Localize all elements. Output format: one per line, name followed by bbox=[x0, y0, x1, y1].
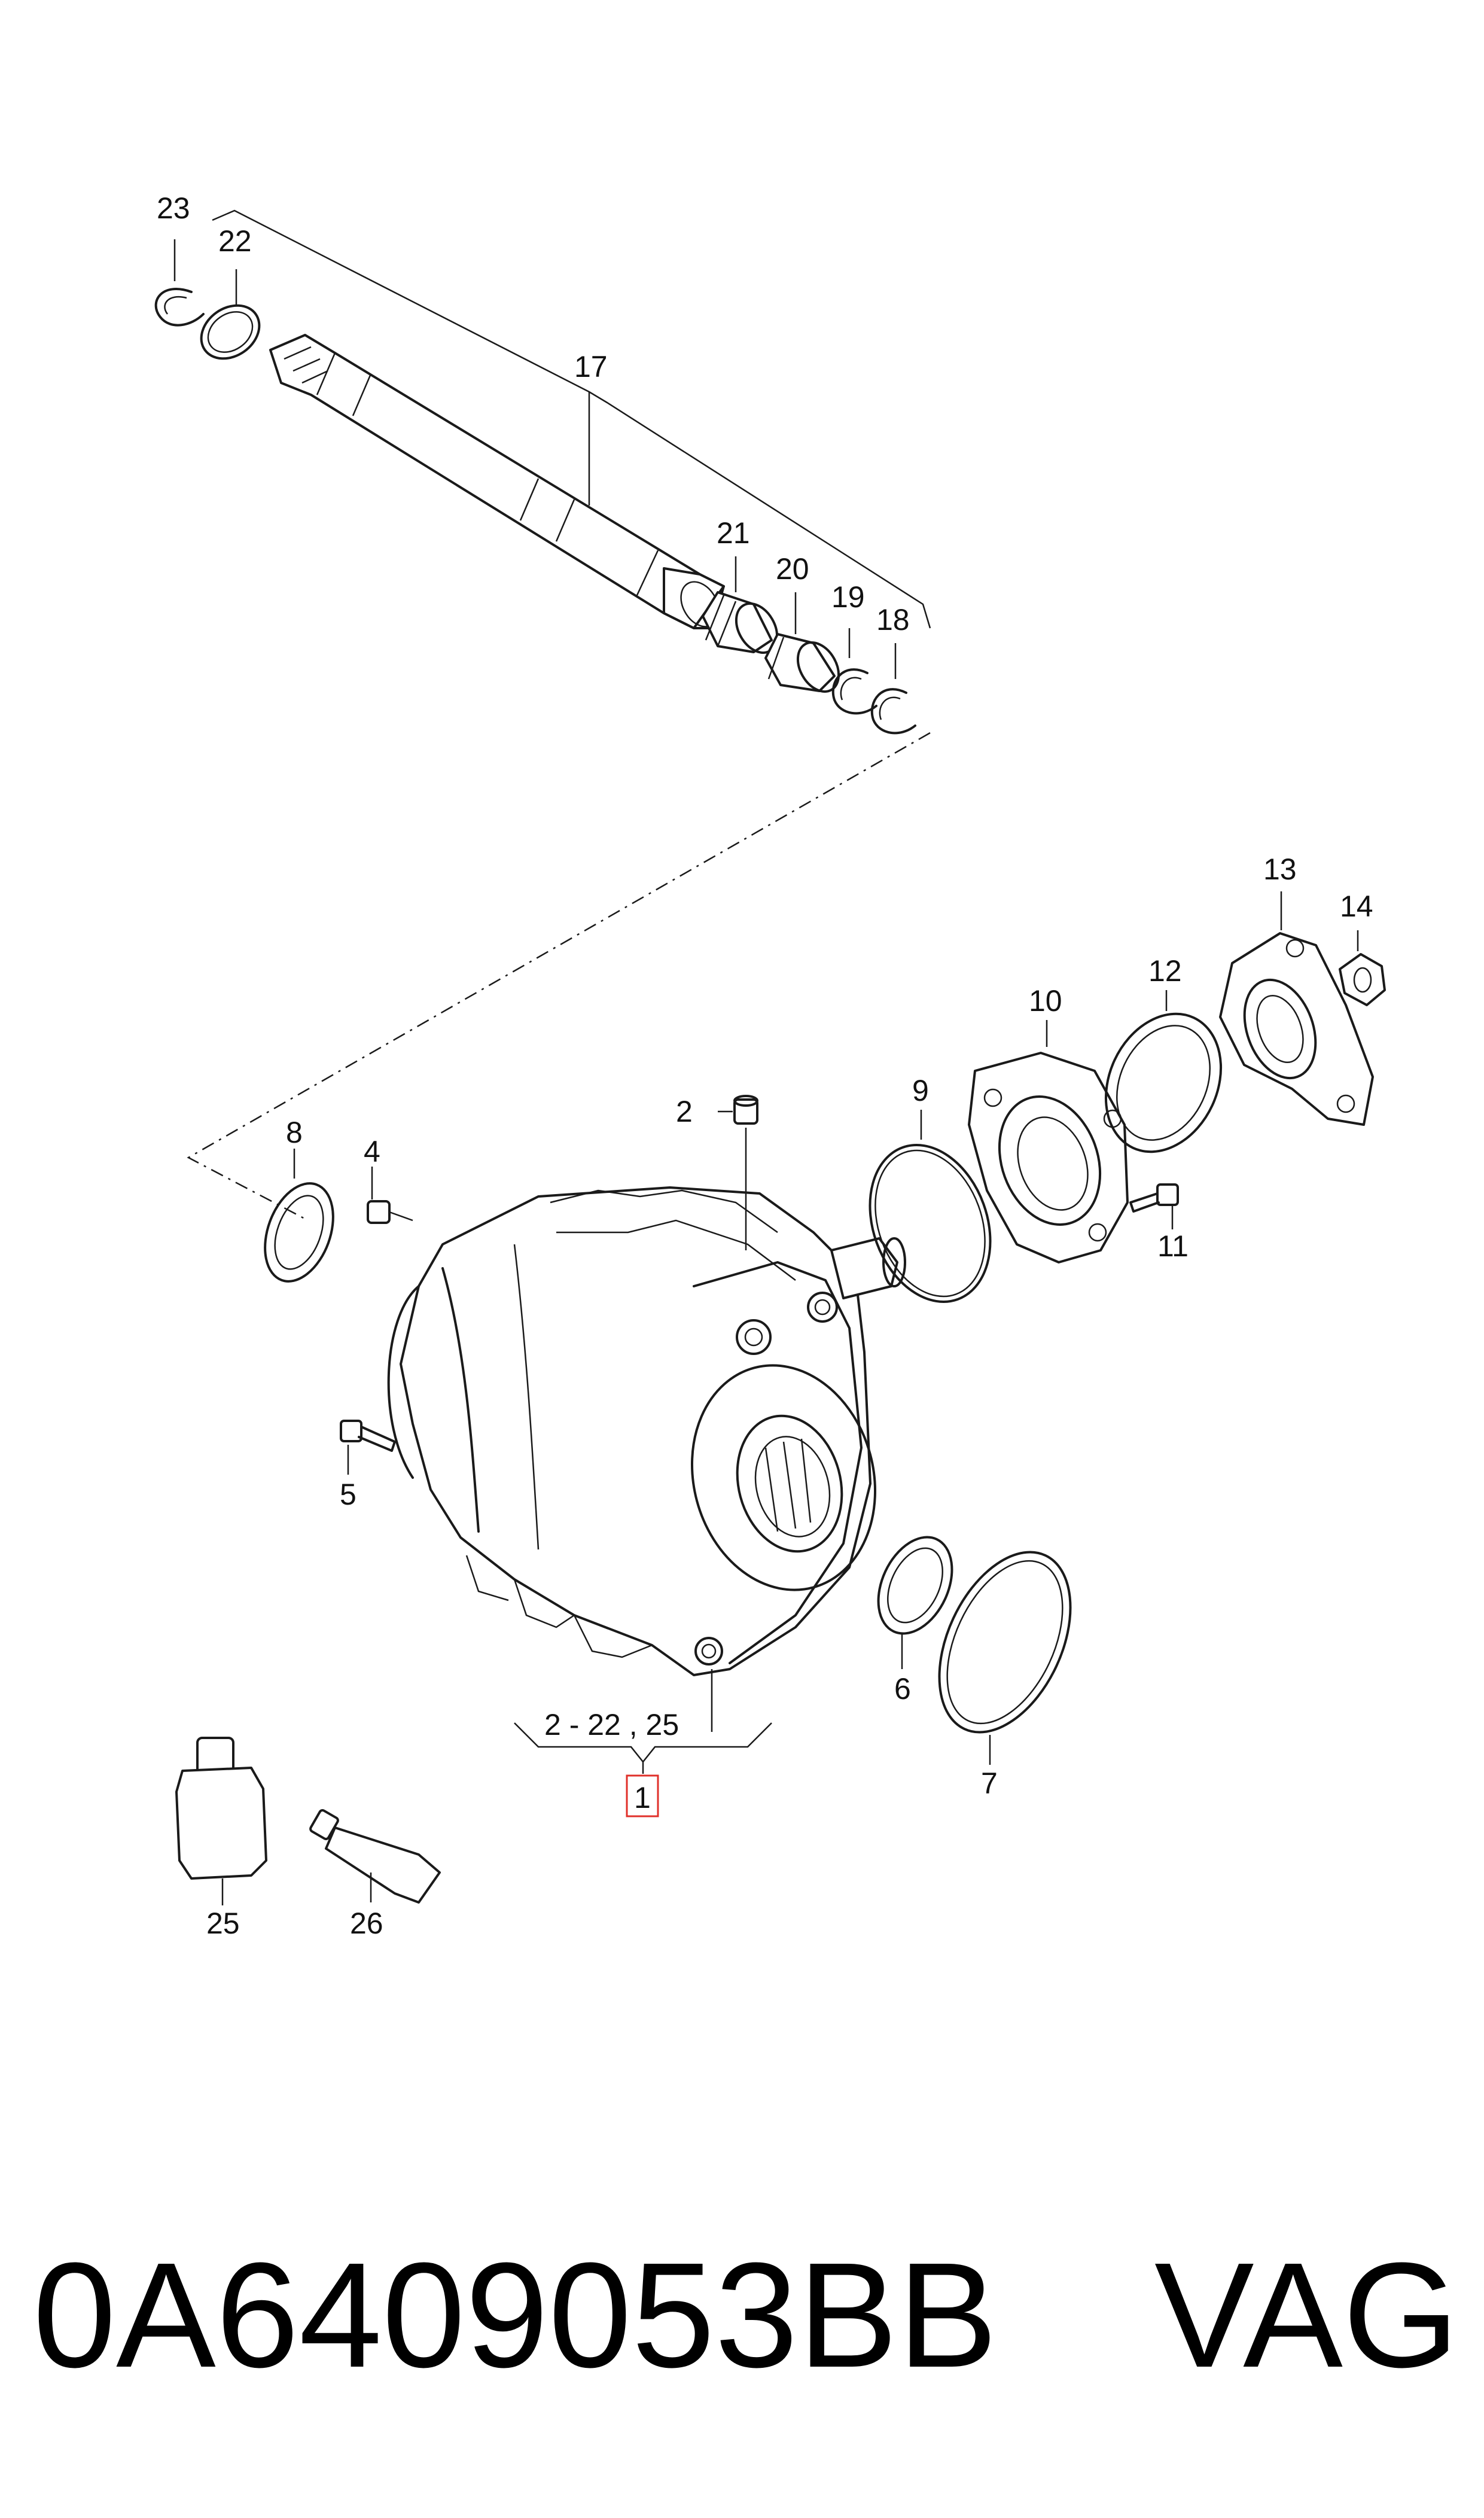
callout-8: 8 bbox=[286, 1116, 303, 1149]
o-ring-9 bbox=[869, 1110, 992, 1303]
bolt-5 bbox=[340, 1420, 396, 1475]
oil-bottle-25 bbox=[175, 1737, 267, 1905]
nut-14 bbox=[1339, 930, 1386, 1006]
callout-4: 4 bbox=[364, 1135, 380, 1168]
seal-6 bbox=[877, 1536, 953, 1669]
brand-name: VAG bbox=[1154, 2231, 1459, 2398]
callout-12: 12 bbox=[1148, 954, 1182, 988]
bolt-11 bbox=[1129, 1183, 1179, 1229]
circlip-23 bbox=[154, 239, 205, 327]
callout-22: 22 bbox=[218, 224, 252, 258]
assembly-link-line bbox=[187, 732, 931, 1222]
circlip-19 bbox=[831, 628, 877, 715]
callout-13: 13 bbox=[1263, 852, 1297, 886]
output-shaft-17 bbox=[269, 334, 725, 629]
ring-22 bbox=[200, 269, 261, 360]
seal-12 bbox=[1104, 990, 1223, 1153]
bolt-4 bbox=[367, 1167, 413, 1224]
callout-11: 11 bbox=[1157, 1229, 1189, 1263]
seal-8 bbox=[264, 1149, 334, 1283]
callout-18: 18 bbox=[876, 603, 910, 637]
shaft-assembly-group bbox=[154, 209, 931, 1222]
group-range-label: 2 - 22 , 25 bbox=[544, 1708, 679, 1741]
callout-1: 1 bbox=[634, 1781, 651, 1814]
callout-21: 21 bbox=[717, 516, 750, 550]
callout-10: 10 bbox=[1029, 984, 1062, 1018]
circlip-18 bbox=[870, 643, 916, 735]
callout-25: 25 bbox=[206, 1907, 240, 1940]
callout-20: 20 bbox=[776, 552, 809, 586]
bearing-21 bbox=[702, 556, 779, 654]
callout-26: 26 bbox=[350, 1907, 383, 1940]
callout-6: 6 bbox=[894, 1672, 911, 1706]
callout-7: 7 bbox=[981, 1767, 998, 1800]
bracket-17 bbox=[212, 209, 931, 629]
callout-9: 9 bbox=[912, 1074, 929, 1107]
callout-17: 17 bbox=[574, 350, 608, 383]
callout-labels: 23 22 17 21 20 19 18 13 14 12 10 9 2 8 4… bbox=[157, 191, 1373, 1940]
transfer-case-housing bbox=[387, 1186, 906, 1732]
highlight-box-1 bbox=[626, 1774, 659, 1817]
sealant-tube-26 bbox=[309, 1809, 441, 1904]
part-number: 0A6409053BB bbox=[33, 2231, 998, 2398]
callout-2: 2 bbox=[676, 1095, 693, 1128]
cover-10 bbox=[968, 1020, 1129, 1263]
bearing-20 bbox=[764, 592, 840, 693]
callout-14: 14 bbox=[1340, 890, 1373, 923]
footer: 0A6409053BB VAG bbox=[0, 2237, 1484, 2393]
plug-2 bbox=[718, 1095, 758, 1250]
callout-5: 5 bbox=[340, 1478, 356, 1511]
flange-13 bbox=[1219, 891, 1374, 1126]
callout-23: 23 bbox=[157, 191, 190, 225]
callout-19: 19 bbox=[831, 580, 865, 614]
ring-7 bbox=[938, 1551, 1072, 1765]
